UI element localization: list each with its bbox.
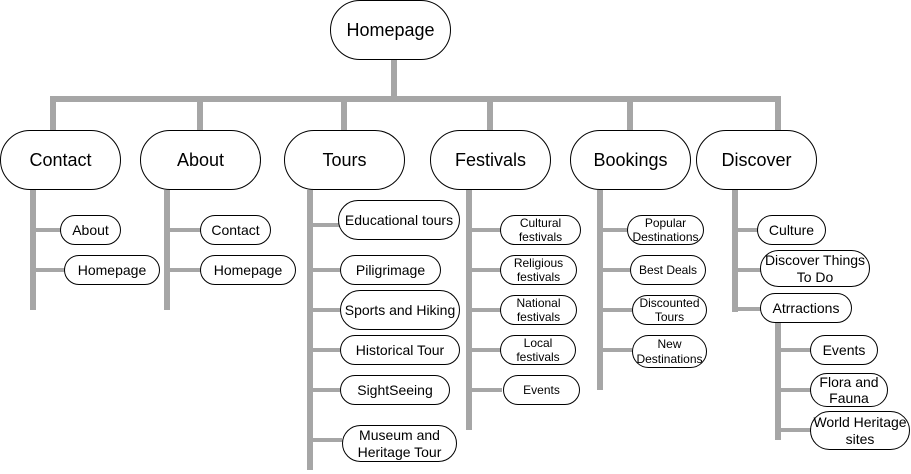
connector [627, 96, 633, 132]
connector [391, 60, 397, 100]
connector [50, 96, 56, 132]
connector [30, 268, 66, 272]
node-piligrimage: Piligrimage [340, 255, 441, 285]
node-contact-about: About [60, 215, 121, 245]
connector [775, 320, 781, 440]
connector [466, 228, 502, 232]
connector [307, 268, 340, 272]
node-discover-things: Discover Things To Do [760, 250, 870, 287]
node-local-festivals: Local festivals [500, 335, 576, 365]
connector [164, 268, 202, 272]
node-museum-heritage: Museum and Heritage Tour [342, 425, 457, 462]
connector [50, 96, 781, 102]
connector [597, 308, 632, 312]
node-homepage: Homepage [330, 0, 451, 60]
connector [164, 190, 170, 310]
connector [307, 190, 313, 470]
connector [732, 268, 762, 272]
connector [307, 348, 340, 352]
node-festivals: Festivals [430, 130, 551, 190]
connector [307, 308, 340, 312]
node-about-homepage: Homepage [200, 255, 296, 285]
connector [164, 228, 202, 232]
node-sports-hiking: Sports and Hiking [340, 290, 460, 330]
node-sightseeing: SightSeeing [340, 375, 450, 405]
connector [487, 96, 493, 132]
node-new-destinations: New Destinations [632, 335, 707, 368]
node-tours: Tours [284, 130, 405, 190]
node-contact-homepage: Homepage [64, 255, 160, 285]
connector [30, 190, 36, 310]
node-about-contact: Contact [200, 215, 271, 245]
node-flora-fauna: Flora and Fauna [810, 373, 888, 407]
connector [466, 348, 502, 352]
node-historical-tour: Historical Tour [340, 335, 460, 365]
connector [466, 308, 502, 312]
node-attractions: Atrractions [760, 293, 852, 323]
connector [341, 96, 347, 132]
connector [307, 223, 340, 227]
connector [197, 96, 203, 132]
node-cultural-festivals: Cultural festivals [500, 215, 581, 245]
node-popular-destinations: Popular Destinations [627, 215, 704, 245]
node-culture: Culture [757, 215, 826, 245]
node-national-festivals: National festivals [500, 295, 577, 325]
connector [597, 190, 603, 390]
node-festival-events: Events [503, 375, 580, 405]
node-about: About [140, 130, 261, 190]
connector [597, 228, 627, 232]
connector [307, 388, 340, 392]
node-attraction-events: Events [810, 335, 878, 365]
node-discounted-tours: Discounted Tours [632, 295, 707, 325]
node-discover: Discover [696, 130, 817, 190]
node-best-deals: Best Deals [630, 255, 706, 285]
connector [732, 228, 758, 232]
node-educational-tours: Educational tours [338, 200, 460, 240]
connector [597, 268, 630, 272]
connector [775, 348, 812, 352]
node-religious-festivals: Religious festivals [500, 255, 577, 285]
connector [597, 348, 632, 352]
node-bookings: Bookings [570, 130, 691, 190]
connector [775, 96, 781, 132]
node-world-heritage: World Heritage sites [810, 411, 910, 450]
connector [30, 228, 62, 232]
connector [466, 388, 502, 392]
connector [307, 438, 342, 442]
connector [466, 268, 502, 272]
node-contact: Contact [0, 130, 121, 190]
connector [732, 190, 738, 312]
connector [732, 307, 762, 311]
connector [775, 428, 812, 432]
connector [775, 388, 812, 392]
